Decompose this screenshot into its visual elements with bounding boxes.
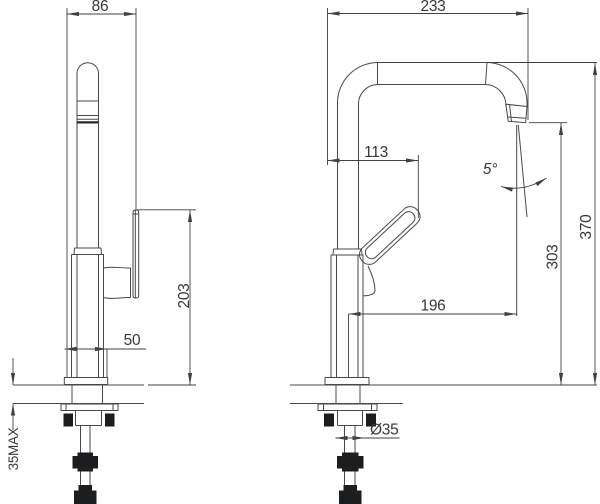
mount-flange-side (60, 403, 119, 411)
seal-left-front (324, 413, 334, 427)
fitting-wing-right-side (93, 456, 98, 469)
dim-base-width-50: 50 (64, 332, 146, 352)
spout-tube-side (76, 62, 99, 248)
dim-overall-height-370: 370 (578, 63, 598, 385)
aerator-tip (505, 103, 528, 124)
dim-spray-angle-label: 5° (483, 161, 497, 178)
dim-spray-angle-5deg: 5° (483, 161, 547, 192)
spout-tube-joint-lines (77, 100, 99, 120)
counter-lines-side (13, 384, 144, 404)
seal-right-side (105, 413, 115, 427)
dim-reach-233: 233 (327, 0, 528, 16)
dim-hole-diameter-35: Ø35 (335, 422, 400, 441)
stream-angled-line (517, 124, 528, 218)
hose-upper-front (344, 425, 356, 453)
body-front (330, 254, 364, 378)
tube-flare (73, 247, 102, 255)
hose-fitting-mid-front (342, 452, 359, 472)
lever-handle (359, 206, 421, 265)
base-plate-front (324, 377, 370, 385)
hose-fitting-mid-side (77, 452, 93, 472)
handle-plate-side (132, 209, 140, 299)
dim-overall-height-label: 370 (578, 214, 595, 240)
counter-hatch-side-right (104, 386, 145, 403)
counter-hatch-side-left (30, 386, 72, 403)
riser-flare-front (332, 248, 363, 256)
dim-base-width-label: 50 (124, 332, 141, 349)
seal-right-front (366, 413, 376, 427)
dim-handle-offset-label: 113 (364, 144, 388, 161)
deck-shank-side (71, 385, 103, 404)
front-view (290, 62, 597, 504)
extension-lines-front (327, 8, 597, 377)
counter-hatch-front-right (363, 386, 403, 403)
dimensions-layer: 86 50 203 35MAX 233 113 (6, 0, 598, 470)
dim-height-above-deck-label: 203 (176, 284, 193, 309)
fitting-wing-right-front (358, 456, 364, 469)
dim-outlet-height-label: 303 (545, 245, 562, 270)
seal-left-side (63, 413, 73, 427)
handle-connector-side (103, 266, 131, 299)
hose-end-block-side (74, 490, 97, 504)
dim-depth-label: 86 (92, 0, 109, 15)
dim-height-above-deck-203: 203 (176, 210, 193, 385)
dim-handle-offset-113: 113 (327, 144, 418, 163)
dim-depth-86: 86 (67, 0, 136, 17)
counter-hatch-front-left (290, 386, 331, 403)
fitting-wing-left-front (337, 456, 342, 469)
deck-shank-front (335, 385, 361, 404)
dim-deck-thickness-label: 35MAX (6, 427, 21, 470)
locknut-side (75, 410, 102, 426)
body-side (71, 254, 104, 378)
dim-reach-label: 233 (421, 0, 446, 15)
extension-lines-side (66, 8, 196, 386)
dim-outlet-reach-196: 196 (348, 298, 517, 317)
dim-deck-thickness-35max: 35MAX (6, 358, 21, 470)
locknut-front (337, 410, 363, 426)
hose-cap-front (343, 485, 357, 491)
side-view (13, 62, 145, 504)
dim-outlet-height-303: 303 (545, 123, 564, 385)
hose-end-block-front (339, 490, 362, 504)
base-plate-side (63, 377, 109, 385)
fitting-wing-left-side (72, 456, 78, 469)
hose-upper-side (80, 425, 91, 453)
spout-joint-lines-front (377, 62, 488, 85)
hose-lower-front (344, 471, 356, 485)
dim-hole-diameter-label: Ø35 (370, 422, 398, 439)
dim-outlet-reach-label: 196 (421, 298, 446, 315)
lever-neck (363, 265, 376, 297)
hose-cap-side (78, 485, 92, 491)
mount-flange-front (317, 403, 378, 411)
hose-lower-side (80, 471, 91, 485)
